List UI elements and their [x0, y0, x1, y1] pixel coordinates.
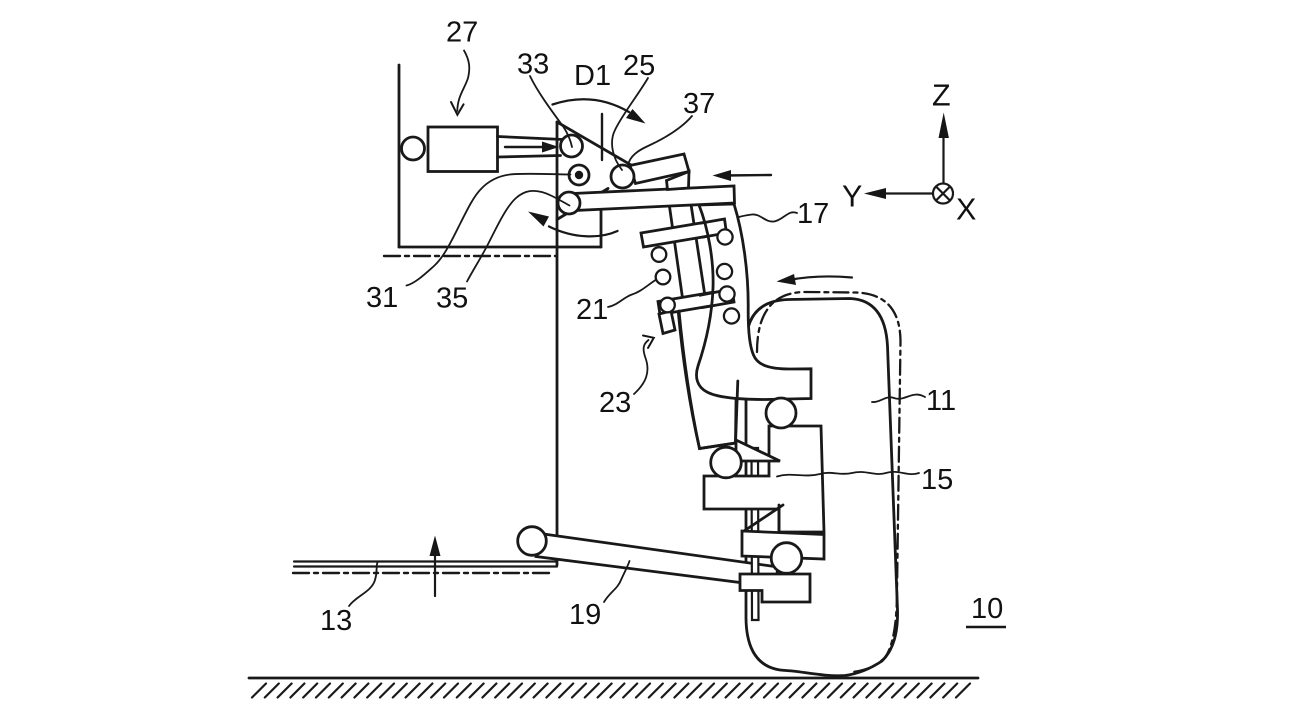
- svg-text:35: 35: [436, 283, 468, 315]
- svg-text:33: 33: [517, 49, 549, 81]
- svg-text:21: 21: [576, 294, 608, 326]
- svg-text:15: 15: [921, 464, 953, 496]
- svg-text:D1: D1: [574, 60, 611, 92]
- svg-text:Z: Z: [932, 79, 951, 113]
- svg-text:17: 17: [797, 198, 829, 230]
- svg-text:27: 27: [446, 17, 478, 49]
- svg-text:23: 23: [599, 387, 631, 419]
- svg-text:31: 31: [366, 282, 398, 314]
- svg-text:25: 25: [623, 50, 655, 82]
- svg-text:19: 19: [569, 599, 601, 631]
- svg-text:11: 11: [926, 385, 956, 417]
- svg-text:X: X: [956, 193, 976, 227]
- svg-text:13: 13: [320, 605, 352, 637]
- svg-text:Y: Y: [842, 180, 862, 214]
- svg-text:37: 37: [683, 88, 715, 120]
- svg-text:10: 10: [971, 593, 1003, 625]
